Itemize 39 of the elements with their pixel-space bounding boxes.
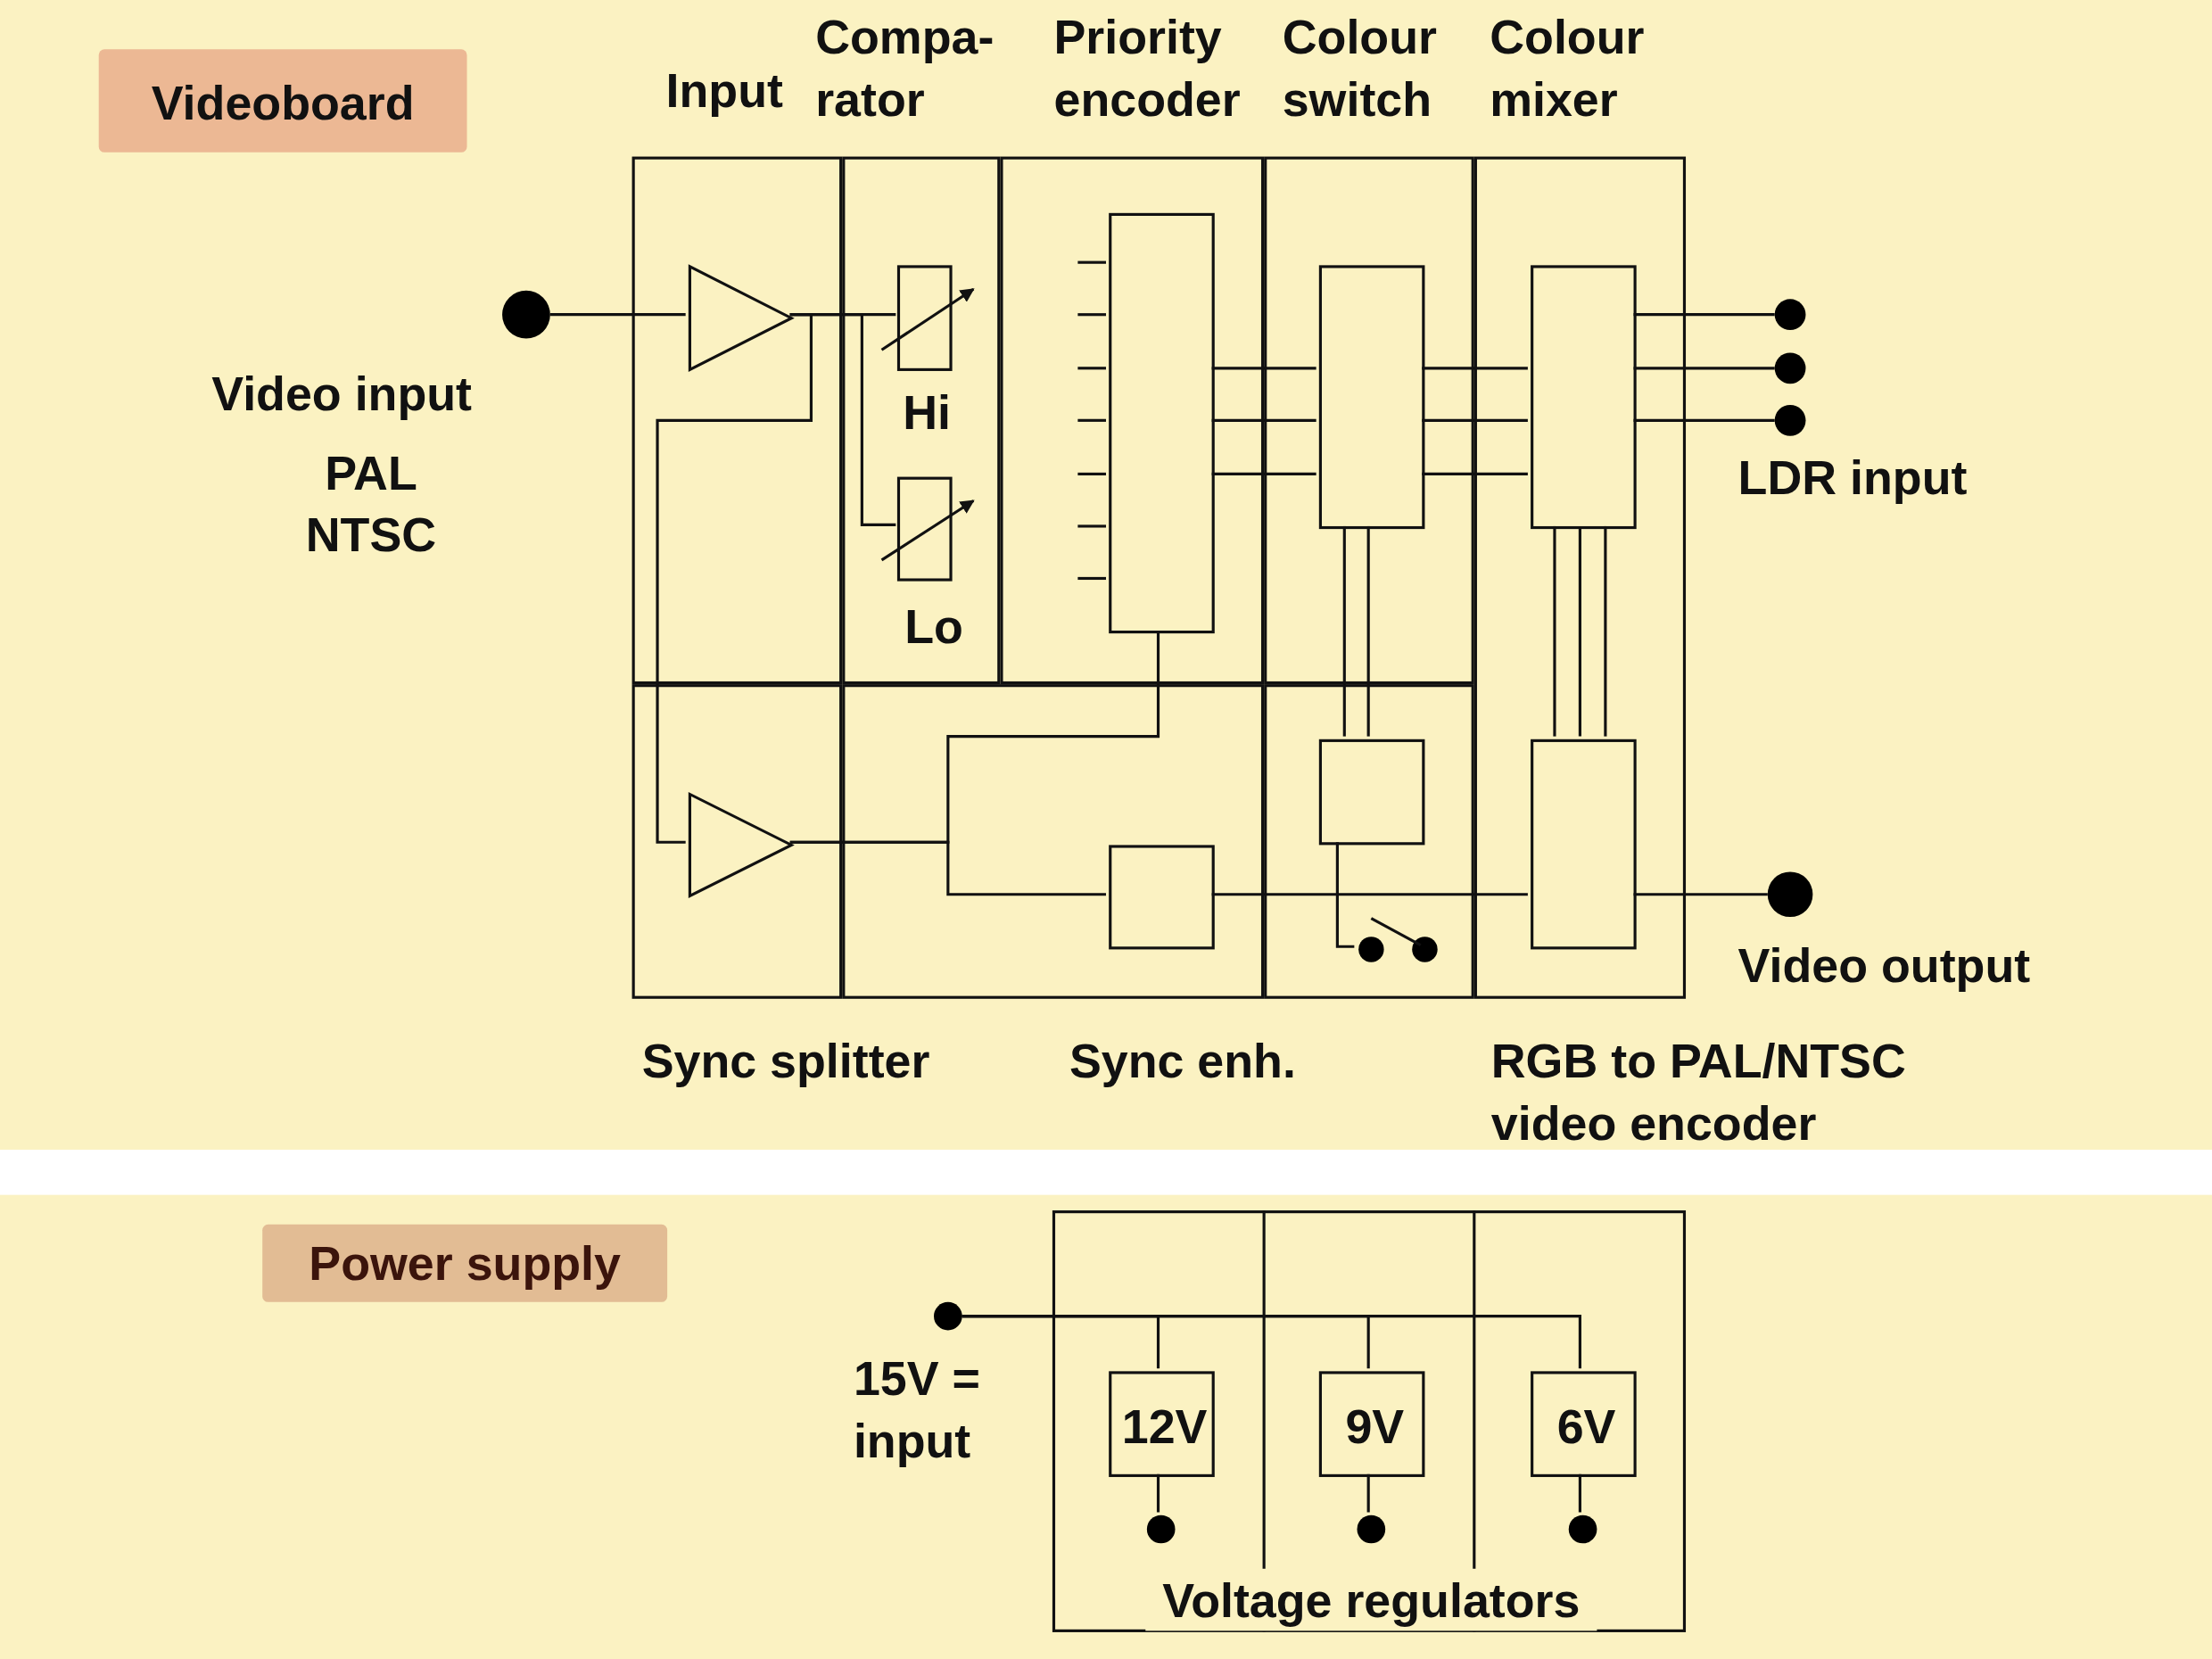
block-label: 12V — [1120, 1399, 1209, 1456]
threshold-label: Lo — [904, 598, 964, 656]
circuit-block — [1531, 265, 1637, 530]
circuit-block — [1318, 265, 1425, 530]
connector-line — [962, 1315, 1581, 1369]
terminal-label: PAL NTSC — [304, 444, 438, 564]
stage-section — [1264, 684, 1474, 999]
stage-label: Priority encoder — [1053, 9, 1242, 128]
group-label: Voltage regulators — [1145, 1568, 1597, 1631]
connector-line — [656, 313, 813, 844]
stage-label: Colour mixer — [1490, 9, 1646, 128]
regulator-block — [1109, 1371, 1215, 1477]
threshold-label: Hi — [902, 384, 952, 441]
title-tag — [262, 1224, 668, 1302]
amplifier-triangle — [688, 792, 793, 897]
stage-label: RGB to PAL/NTSC video encoder — [1490, 1033, 1907, 1152]
circuit-block — [1318, 739, 1425, 846]
block-label: 9V — [1344, 1399, 1406, 1456]
stage-label: Colour switch — [1282, 9, 1438, 128]
terminal-label: 15V = input — [853, 1350, 981, 1469]
terminal-label: Video input — [211, 366, 474, 423]
regulator-frame — [1052, 1210, 1687, 1632]
section-title: Videoboard — [150, 75, 416, 132]
stage-label: Input — [665, 62, 784, 120]
terminal-label: LDR input — [1737, 449, 1969, 506]
connector-line — [549, 313, 686, 317]
regulator-block — [1318, 1371, 1425, 1477]
amplifier-triangle — [688, 265, 793, 371]
section-title: Power supply — [308, 1234, 622, 1292]
title-tag — [98, 49, 467, 153]
terminal-label: Video output — [1737, 937, 2032, 994]
block-label: 6V — [1556, 1399, 1617, 1456]
circuit-block — [1109, 212, 1215, 634]
stage-label: Compa- rator — [815, 9, 995, 128]
circuit-block — [1109, 845, 1215, 950]
circuit-block — [1531, 739, 1637, 950]
stage-label: Sync enh. — [1069, 1033, 1297, 1090]
regulator-block — [1531, 1371, 1637, 1477]
stage-label: Sync splitter — [641, 1033, 931, 1090]
